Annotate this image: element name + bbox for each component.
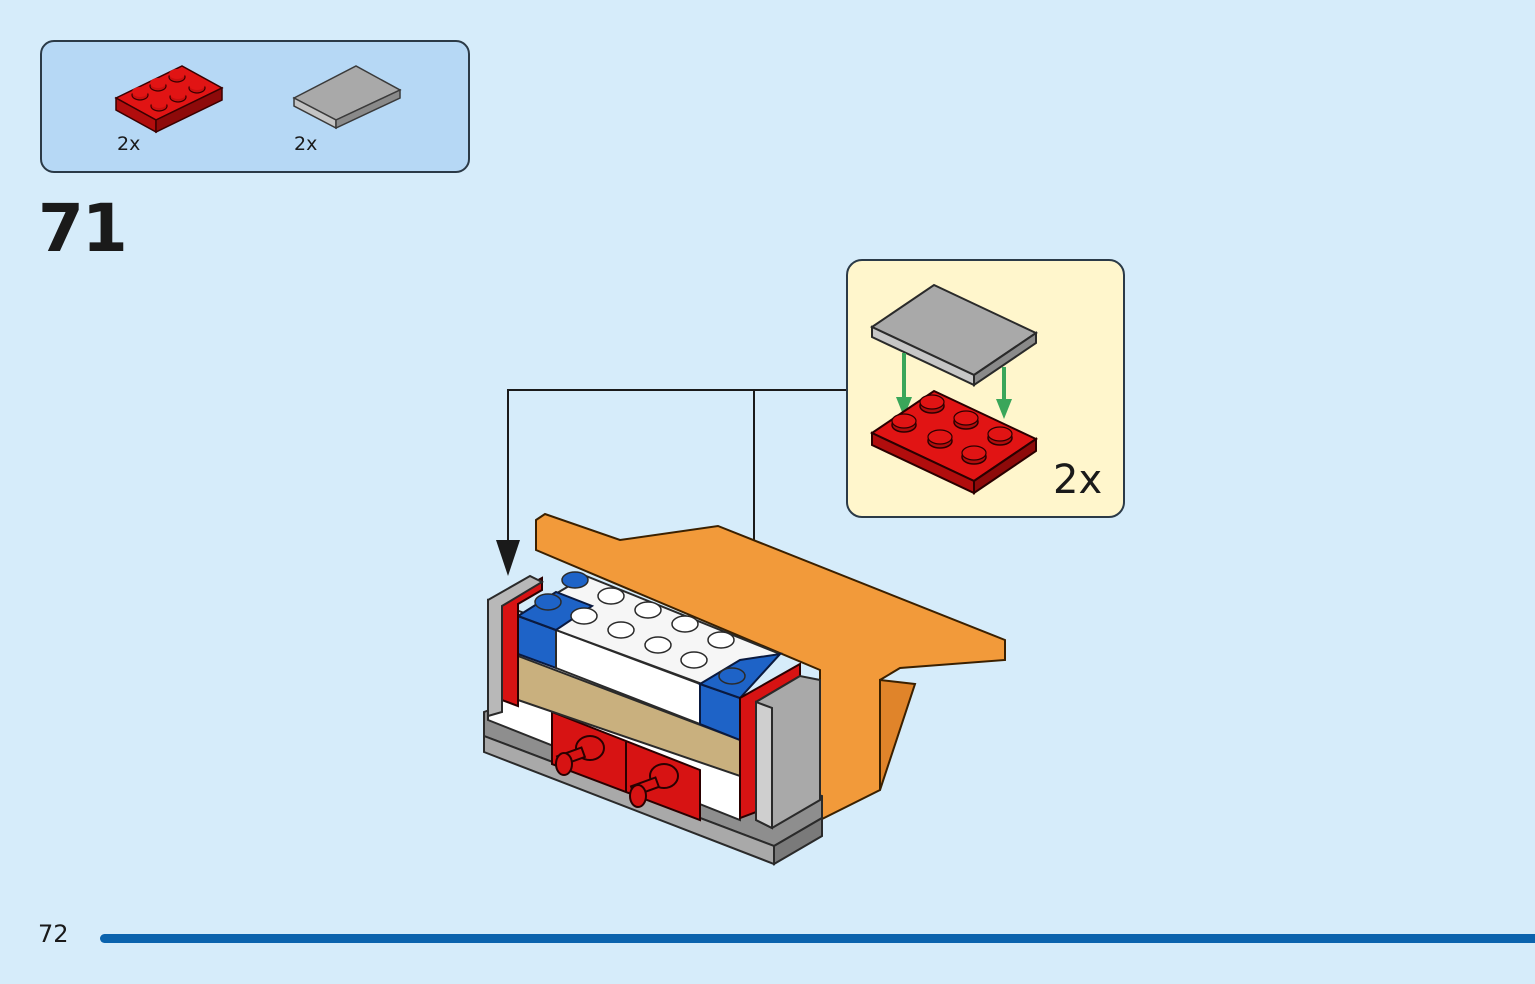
gray-tile-2x3-icon <box>869 283 1039 387</box>
callout-quantity: 2x <box>1053 457 1103 503</box>
green-arrow-icon <box>896 353 1012 419</box>
red-plate-2x3-icon <box>869 389 1039 495</box>
sub-assembly-callout: 2x <box>846 259 1125 518</box>
arrow-down-icon <box>496 540 520 576</box>
parts-item-gray-tile: 2x <box>290 54 420 164</box>
gray-tile-2x3-icon <box>292 65 402 130</box>
part-quantity: 2x <box>117 133 141 155</box>
model-illustration <box>483 512 1006 866</box>
red-handle-piece <box>555 735 679 808</box>
page-footer-rule <box>100 934 1535 943</box>
part-quantity: 2x <box>294 133 318 155</box>
orange-wing-piece <box>535 512 1006 822</box>
front-block <box>487 571 821 830</box>
red-plate-2x3-icon <box>114 65 224 134</box>
parts-item-red-plate: 2x <box>112 54 242 164</box>
page-number: 72 <box>38 920 69 948</box>
sub-assembly-illustration <box>869 283 1039 495</box>
parts-list-panel: 2x 2x <box>40 40 470 173</box>
step-number: 71 <box>38 190 128 267</box>
